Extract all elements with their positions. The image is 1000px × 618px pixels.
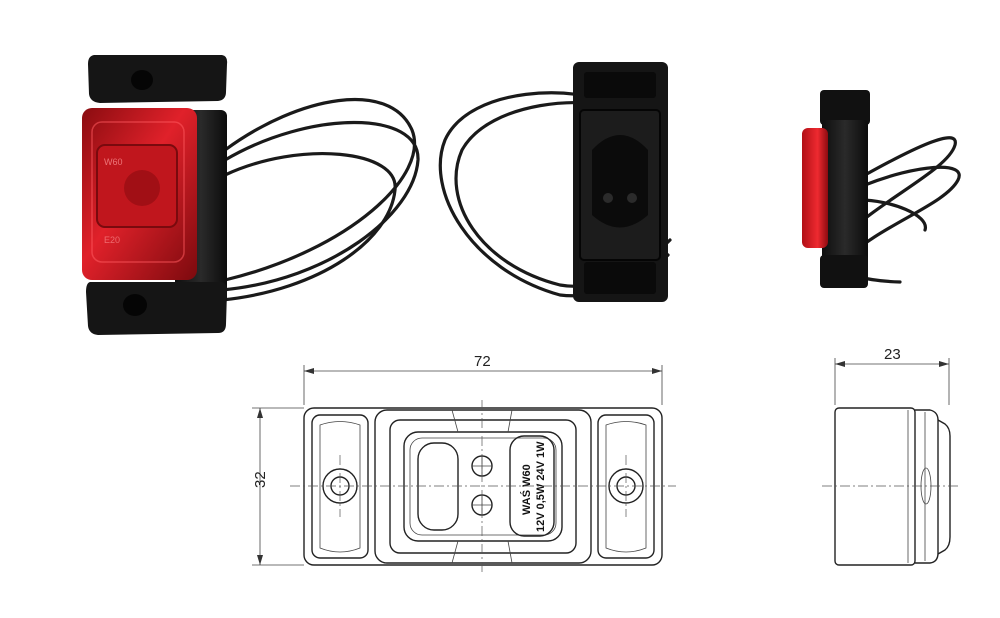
- photo-front-lamp: W60 E20: [82, 55, 420, 335]
- depth-dimension: 23: [834, 346, 950, 405]
- photo-rear-lamp: [438, 62, 672, 302]
- side-red-lens: [802, 128, 828, 248]
- technical-drawing-side: 23: [822, 346, 960, 566]
- width-dimension: 72: [303, 353, 663, 405]
- technical-drawing-front: 72 32: [252, 353, 676, 574]
- label-text-rating: 12V 0,5W 24V 1W: [535, 441, 547, 532]
- height-dimension: 32: [252, 407, 304, 566]
- depth-dimension-label: 23: [884, 346, 901, 363]
- height-dimension-label: 32: [252, 471, 269, 488]
- photo-side-lamp: [802, 90, 961, 288]
- width-dimension-label: 72: [474, 353, 491, 370]
- bottom-mount-ear: [86, 282, 228, 335]
- svg-text:E20: E20: [104, 235, 120, 245]
- label-text-model: WAŚ W60: [520, 464, 533, 515]
- top-mount-ear: [88, 55, 228, 103]
- wires-front: [220, 98, 420, 302]
- svg-text:W60: W60: [104, 157, 123, 167]
